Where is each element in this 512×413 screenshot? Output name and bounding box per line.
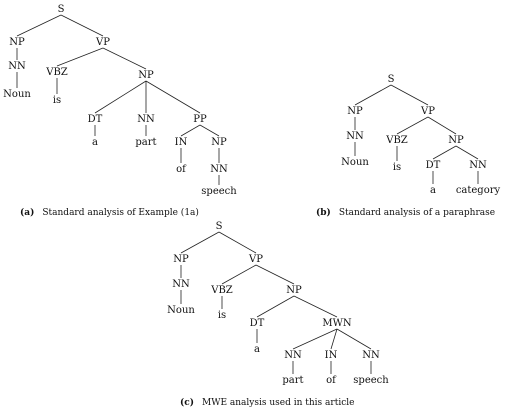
caption-a-label: (a) [20,207,34,218]
tree-node-np: NP [211,137,227,148]
tree-node-vp: VP [420,106,435,117]
tree-b-edges [354,84,479,184]
tree-node-np: NP [173,254,189,265]
tree-node-vbz: VBZ [385,135,408,146]
tree-edge [330,328,338,350]
tree-edge [256,295,295,318]
tree-node-nn: NN [284,350,302,361]
tree-c-nodes: S NP NN Noun VP VBZ is NP DT a MWN NN part IN of NN spee… [167,221,389,386]
tree-node-in: IN [325,350,338,361]
caption-c-label: (c) [180,397,194,408]
tree-node-nn: NN [137,114,155,125]
tree-c: S NP NN Noun VP VBZ is NP DT a MWN NN part IN of NN spee… [167,221,389,386]
tree-node-is: is [393,162,401,173]
tree-edge [16,14,62,37]
tree-edge [180,124,201,137]
tree-node-nn: NN [210,164,228,175]
tree-node-mwn: MWN [322,318,352,329]
tree-edge [354,84,392,106]
tree-node-nn: NN [172,279,190,290]
tree-edge [221,264,257,285]
tree-node-speech: speech [201,186,237,197]
tree-node-nn: NN [346,131,364,142]
caption-b: (b) Standard analysis of a paraphrase [316,202,495,219]
tree-node-is: is [53,95,61,106]
tree-node-a: a [254,344,260,355]
tree-node-a: a [430,185,436,196]
tree-edge [336,328,372,350]
tree-edge [390,84,429,106]
tree-edge [199,124,220,137]
tree-node-part: part [135,137,156,148]
tree-node-vbz: VBZ [210,285,233,296]
tree-node-np: NP [347,106,363,117]
tree-edge [255,264,295,285]
tree-node-vbz: VBZ [45,67,68,78]
tree-edge [218,231,257,254]
tree-node-np: NP [9,37,25,48]
tree-node-np: NP [286,285,302,296]
tree-node-nn: NN [469,160,487,171]
tree-node-vp: VP [248,254,263,265]
tree-node-dt: DT [426,160,441,171]
tree-edge [102,47,147,70]
caption-c-text: MWE analysis used in this article [202,398,354,408]
tree-a-edges [16,14,220,185]
tree-edge [427,116,457,135]
tree-node-dt: DT [250,318,265,329]
tree-edge [432,145,457,160]
tree-b-nodes: S NP NN Noun VP VBZ is NP DT a NN category [341,74,500,196]
tree-edge [293,295,338,318]
tree-edge [56,47,104,67]
tree-node-dt: DT [88,114,103,125]
tree-node-vp: VP [95,37,110,48]
caption-c: (c) MWE analysis used in this article [180,392,354,409]
tree-node-s: S [58,4,65,15]
tree-node-np: NP [138,70,154,81]
tree-edge [180,231,220,254]
tree-node-is: is [218,310,226,321]
tree-node-noun: Noun [341,157,369,168]
tree-node-nn: NN [8,61,26,72]
tree-a: SNPNNNounVPVBZisNPDTaNNpartPPINofNPNNspe… [3,4,237,197]
tree-node-in: IN [175,137,188,148]
tree-node-speech: speech [353,375,389,386]
tree-node-noun: Noun [3,89,31,100]
tree-node-s: S [216,221,223,232]
tree-node-np: NP [448,135,464,146]
tree-node-noun: Noun [167,305,195,316]
tree-edge [292,328,338,350]
tree-node-pp: PP [193,114,207,125]
tree-edge [94,80,147,114]
tree-a-nodes: SNPNNNounVPVBZisNPDTaNNpartPPINofNPNNspe… [3,4,237,197]
caption-a: (a) Standard analysis of Example (1a) [20,202,199,219]
caption-b-text: Standard analysis of a paraphrase [339,208,495,218]
tree-edge [60,14,104,37]
tree-edge [455,145,479,160]
tree-c-edges [180,231,372,374]
caption-a-text: Standard analysis of Example (1a) [42,207,199,218]
tree-edge [145,80,201,114]
tree-edge [396,116,429,135]
tree-node-category: category [456,185,501,196]
tree-node-s: S [388,74,395,85]
tree-node-part: part [282,375,303,386]
caption-b-label: (b) [316,207,331,218]
tree-b: S NP NN Noun VP VBZ is NP DT a NN category [341,74,500,196]
tree-node-of: of [326,375,337,386]
tree-node-nn: NN [362,350,380,361]
tree-node-of: of [176,164,187,175]
tree-node-a: a [92,137,98,148]
